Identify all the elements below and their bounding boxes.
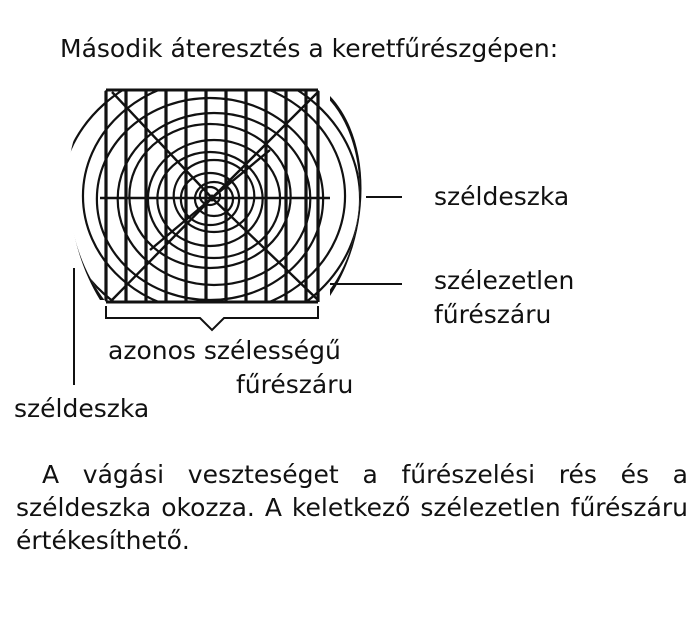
- growth-ring: [81, 90, 347, 302]
- label-unedged-2: fűrészáru: [434, 300, 552, 329]
- label-left-slab: széldeszka: [14, 394, 150, 423]
- label-unedged-1: szélezetlen: [434, 266, 575, 295]
- label-right-slab: széldeszka: [434, 182, 570, 211]
- explanation-paragraph: A vágási veszteséget a fűrészelési rés é…: [16, 458, 688, 557]
- label-center-2: fűrészáru: [236, 370, 354, 399]
- explanation-text: A vágási veszteséget a fűrészelési rés é…: [16, 460, 688, 555]
- saw-cut-lines: [104, 90, 320, 302]
- growth-ring: [172, 158, 256, 234]
- pith-center: [208, 194, 216, 202]
- diagram-title: Második áteresztés a keretfűrészgépen:: [60, 34, 559, 63]
- center-brace: [105, 306, 319, 332]
- label-center-1: azonos szélességű: [108, 336, 341, 365]
- growth-ring: [128, 122, 292, 270]
- growth-ring: [198, 185, 222, 207]
- log-cross-section: [67, 90, 360, 302]
- log-cross-section-diagram: [67, 88, 402, 385]
